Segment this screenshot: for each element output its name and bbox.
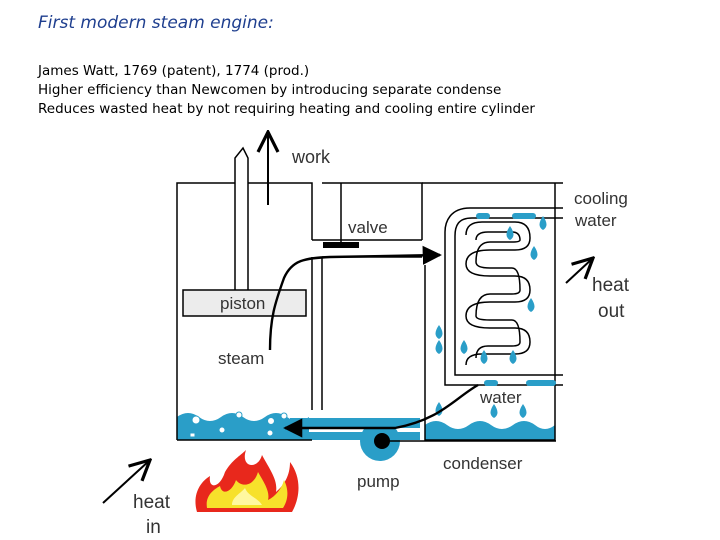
heat-in-arrow <box>102 460 150 504</box>
label-condenser: condenser <box>443 454 523 473</box>
label-heat-in: heat <box>133 492 171 513</box>
label-cooling-water: water <box>574 211 617 230</box>
heat-out-arrow <box>565 258 593 284</box>
water-body <box>177 413 309 440</box>
description-line: Higher efficiency than Newcomen by intro… <box>38 82 502 98</box>
coil-water <box>476 213 556 386</box>
steam-bubbles <box>189 411 288 438</box>
pipe-water-bottom <box>290 432 420 440</box>
condenser-right <box>424 183 556 441</box>
piston <box>182 289 307 317</box>
label-heat-in-2: in <box>146 517 161 538</box>
flame-core <box>232 488 262 505</box>
description-line: James Watt, 1769 (patent), 1774 (prod.) <box>38 63 310 79</box>
steam-flow-arrow <box>268 245 442 351</box>
return-flow-arrow <box>283 383 479 438</box>
water-droplets <box>435 216 547 418</box>
label-steam: steam <box>218 349 264 368</box>
pipe-water <box>290 418 420 428</box>
cylinder-wall <box>176 182 235 440</box>
label-heat-out: heat <box>592 275 630 296</box>
pump-center <box>374 433 390 449</box>
label-pump: pump <box>357 472 400 491</box>
label-piston: piston <box>220 294 265 313</box>
slide-description: James Watt, 1769 (patent), 1774 (prod.) … <box>38 62 535 119</box>
label-valve: valve <box>348 218 388 237</box>
cylinder-top <box>248 182 313 240</box>
condenser-water <box>425 421 555 440</box>
cooling-coil <box>444 207 563 386</box>
label-cooling: cooling <box>574 189 628 208</box>
flame-inner <box>206 472 288 508</box>
valve-plate <box>323 242 359 248</box>
label-water: water <box>479 388 522 407</box>
label-heat-out-2: out <box>598 301 625 322</box>
label-work: work <box>291 147 331 167</box>
piston-rod <box>234 146 249 290</box>
slide-title: First modern steam engine: <box>38 13 274 33</box>
description-line: Reduces wasted heat by not requiring hea… <box>38 101 535 117</box>
